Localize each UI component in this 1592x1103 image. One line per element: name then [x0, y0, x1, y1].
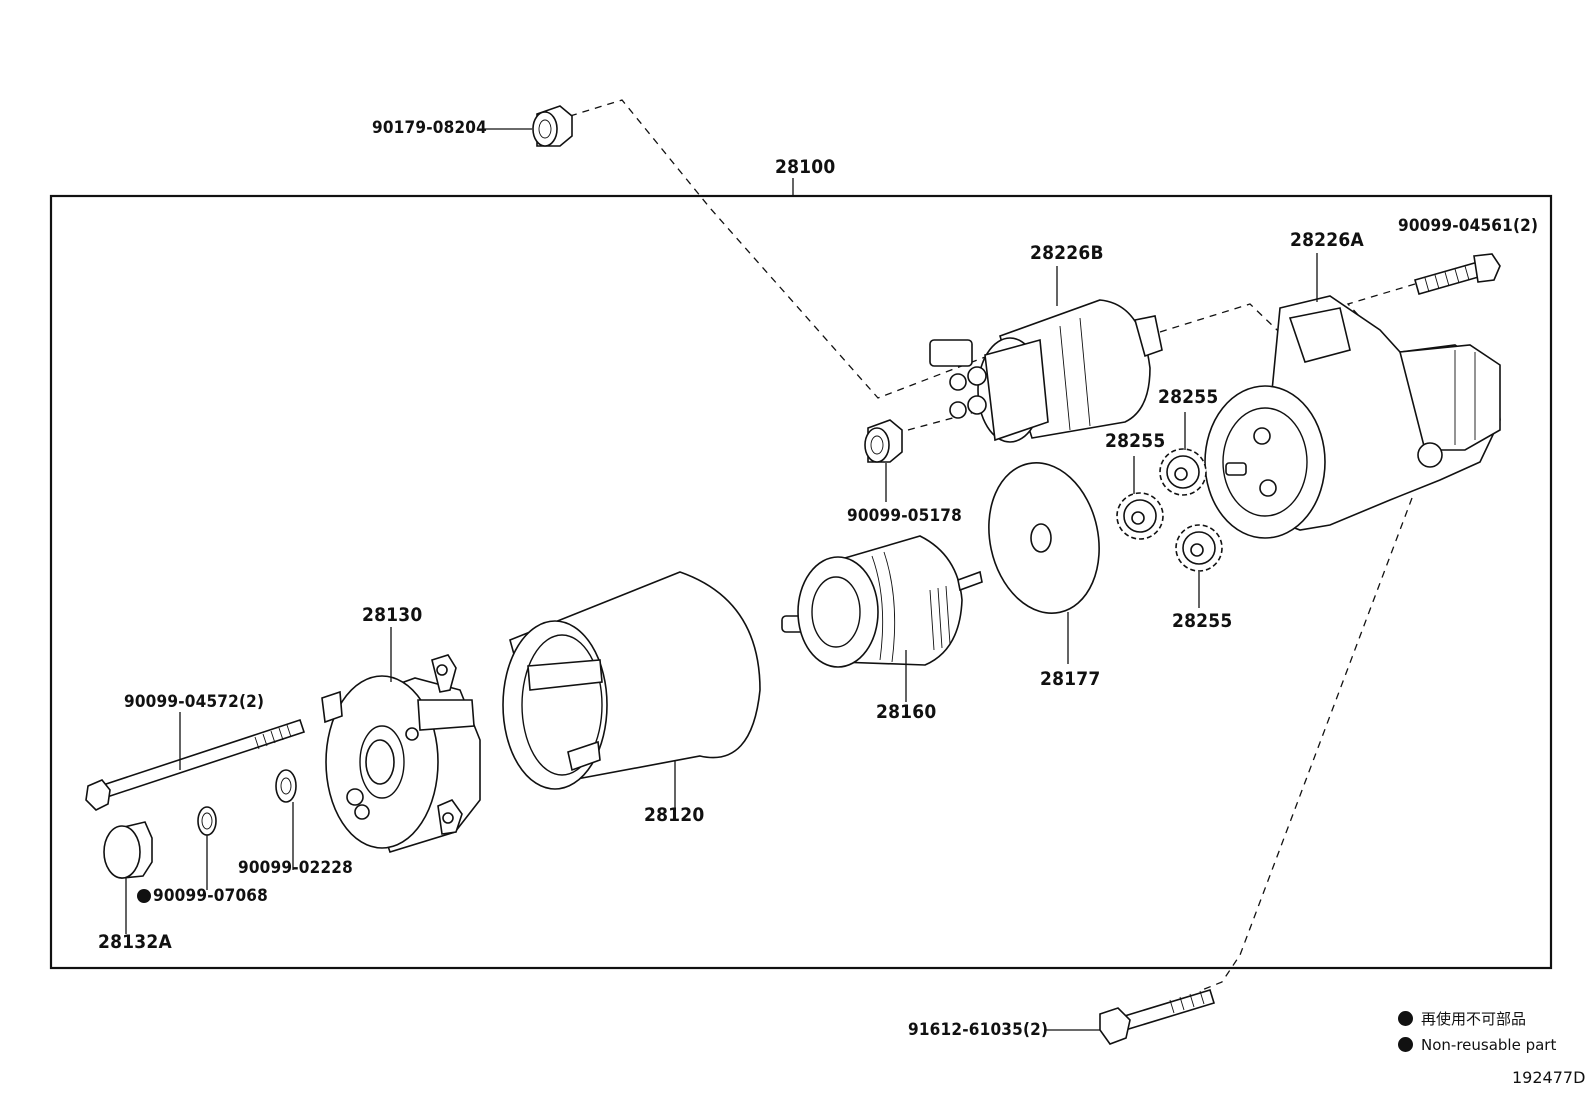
part-label-28255-upper[interactable]: 28255	[1158, 386, 1219, 408]
end-frame-28130-shape	[321, 654, 481, 853]
part-label-90179-08204[interactable]: 90179-08204	[372, 118, 487, 138]
part-label-28130[interactable]: 28130	[362, 604, 423, 626]
washer-90099-02228-shape	[275, 769, 297, 803]
assembly-frame	[49, 194, 1553, 970]
part-label-90099-07068-text: 90099-07068	[153, 886, 268, 906]
part-label-28177[interactable]: 28177	[1040, 668, 1101, 690]
part-label-28226B[interactable]: 28226B	[1030, 242, 1104, 264]
cap-nut-90179-08204-shape	[532, 105, 573, 147]
legend-dot-icon	[1398, 1037, 1413, 1052]
planet-gear-lower-shape	[1175, 524, 1223, 572]
alignment-line-bolt-top	[1346, 283, 1416, 356]
legend-item-en: Non-reusable part	[1398, 1037, 1556, 1053]
armature-28160-shape	[781, 535, 983, 668]
legend-item-jp: 再使用不可部品	[1398, 1011, 1526, 1027]
part-label-90099-04572[interactable]: 90099-04572(2)	[124, 692, 265, 712]
legend-text-en: Non-reusable part	[1421, 1036, 1557, 1054]
legend-dot-icon	[1398, 1011, 1413, 1026]
bolt-90099-04561-shape	[1414, 253, 1501, 295]
part-label-90099-05178[interactable]: 90099-05178	[847, 506, 962, 526]
part-label-28132A[interactable]: 28132A	[98, 931, 172, 953]
through-bolt-90099-04572-shape	[85, 718, 306, 811]
part-label-28255-lower[interactable]: 28255	[1172, 610, 1233, 632]
illustration-id: 192477D	[1512, 1068, 1586, 1087]
cap-28132A-shape	[103, 821, 153, 879]
part-label-90099-07068[interactable]: 90099-07068	[137, 888, 268, 905]
yoke-28120-shape	[502, 571, 761, 790]
alignment-line-solenoid	[1159, 303, 1301, 353]
alignment-line-bolt-bottom	[1201, 497, 1413, 991]
part-label-90099-04561[interactable]: 90099-04561(2)	[1398, 216, 1539, 236]
drive-housing-28226A-shape	[1204, 295, 1501, 539]
part-label-90099-02228[interactable]: 90099-02228	[238, 858, 353, 878]
assembly-label[interactable]: 28100	[775, 156, 836, 178]
legend-text-jp: 再使用不可部品	[1421, 1010, 1527, 1028]
nut-90099-05178-shape	[864, 419, 903, 463]
clip-90099-07068-shape	[197, 806, 217, 836]
non-reusable-marker-icon	[137, 889, 151, 903]
bolt-91612-61035-shape	[1099, 989, 1216, 1045]
solenoid-switch-28226B-shape	[929, 299, 1163, 443]
plate-28177-shape	[988, 462, 1100, 614]
part-label-28226A[interactable]: 28226A	[1290, 229, 1364, 251]
part-label-28160[interactable]: 28160	[876, 701, 937, 723]
part-label-28255-middle[interactable]: 28255	[1105, 430, 1166, 452]
planet-gear-upper-shape	[1159, 448, 1207, 496]
planet-gear-middle-shape	[1116, 492, 1164, 540]
part-label-28120[interactable]: 28120	[644, 804, 705, 826]
part-label-91612-61035[interactable]: 91612-61035(2)	[908, 1020, 1049, 1040]
